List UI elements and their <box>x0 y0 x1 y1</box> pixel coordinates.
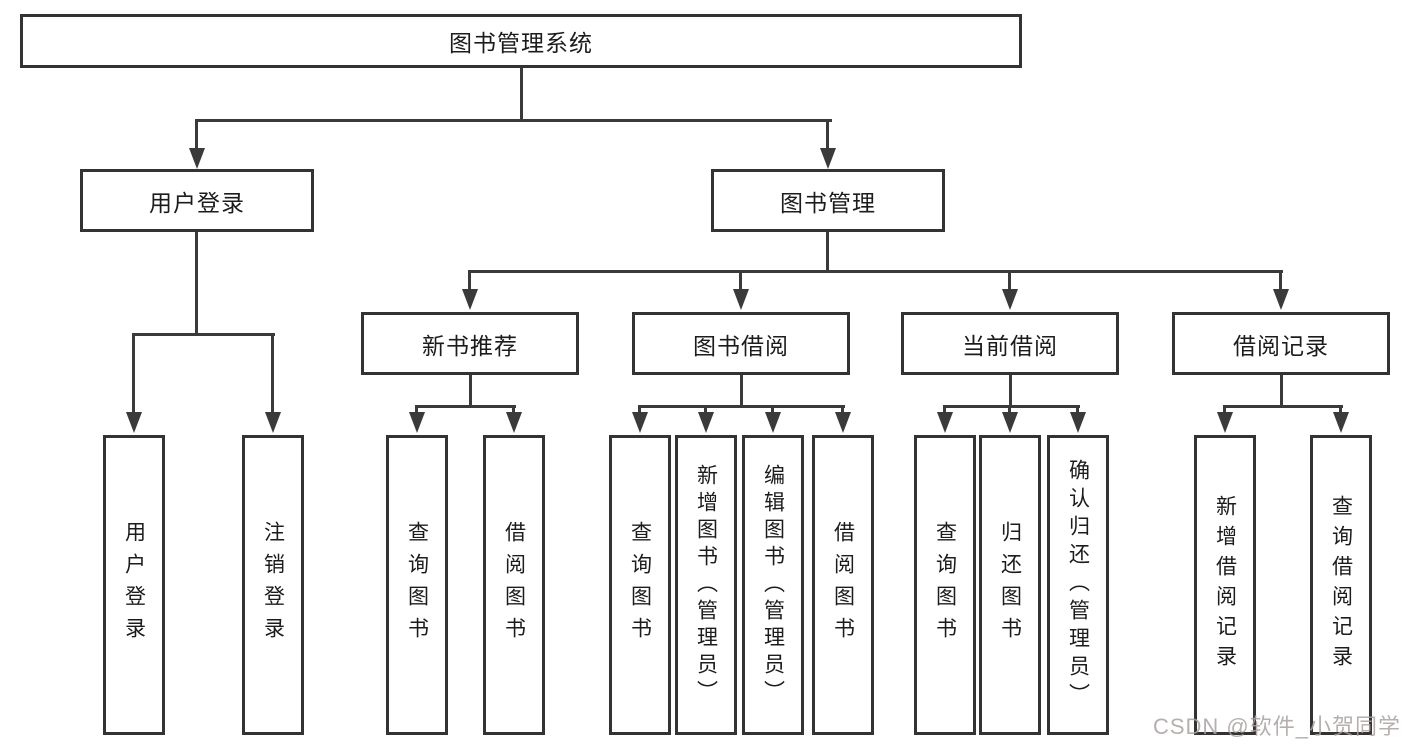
arrowhead-down <box>1002 412 1018 433</box>
node-leaf-borrow-books-2-label: 借阅图书 <box>831 521 855 649</box>
node-new-book-recommend-label: 新书推荐 <box>422 332 518 359</box>
connector-line <box>826 232 829 273</box>
node-borrow-records-label: 借阅记录 <box>1233 332 1329 359</box>
node-leaf-query-books-3: 查询图书 <box>914 435 976 735</box>
connector-line <box>740 375 743 407</box>
connector-line <box>1280 375 1283 407</box>
node-user-login-label: 用户登录 <box>149 189 245 216</box>
arrowhead-down <box>1002 289 1018 310</box>
node-leaf-query-books-2: 查询图书 <box>609 435 671 735</box>
node-leaf-edit-book-admin-label: 编辑图书（管理员） <box>761 463 785 707</box>
connector-line <box>468 270 471 290</box>
arrowhead-down <box>937 412 953 433</box>
node-leaf-add-book-admin: 新增图书（管理员） <box>675 435 737 735</box>
node-leaf-confirm-return-admin: 确认归还（管理员） <box>1047 435 1109 735</box>
node-leaf-query-books-1: 查询图书 <box>386 435 448 735</box>
node-user-login: 用户登录 <box>80 169 314 232</box>
watermark: CSDN @软件_小贺同学 <box>1152 714 1401 739</box>
connector-line <box>638 405 641 414</box>
node-leaf-add-book-admin-label: 新增图书（管理员） <box>694 463 718 707</box>
node-leaf-edit-book-admin: 编辑图书（管理员） <box>742 435 804 735</box>
connector-line <box>1076 405 1079 414</box>
node-leaf-query-books-2-label: 查询图书 <box>628 521 652 649</box>
node-book-management: 图书管理 <box>711 169 945 232</box>
arrowhead-down <box>733 289 749 310</box>
connector-line <box>132 333 275 336</box>
connector-line <box>771 405 774 414</box>
node-leaf-user-login: 用户登录 <box>103 435 165 735</box>
node-leaf-query-borrow-record: 查询借阅记录 <box>1310 435 1372 735</box>
connector-line <box>1009 375 1012 407</box>
connector-line <box>469 375 472 407</box>
connector-line <box>1223 405 1343 408</box>
arrowhead-down <box>1217 412 1233 433</box>
node-leaf-query-books-1-label: 查询图书 <box>405 521 429 649</box>
connector-line <box>739 270 742 290</box>
node-leaf-return-books: 归还图书 <box>979 435 1041 735</box>
connector-line <box>132 333 135 413</box>
node-leaf-add-borrow-record: 新增借阅记录 <box>1194 435 1256 735</box>
node-leaf-query-borrow-record-label: 查询借阅记录 <box>1329 495 1353 675</box>
node-leaf-borrow-books-1-label: 借阅图书 <box>502 521 526 649</box>
node-leaf-borrow-books-2: 借阅图书 <box>812 435 874 735</box>
node-book-borrow-label: 图书借阅 <box>693 332 789 359</box>
arrowhead-down <box>462 289 478 310</box>
connector-line <box>1008 405 1011 414</box>
arrowhead-down <box>698 412 714 433</box>
node-leaf-return-books-label: 归还图书 <box>998 521 1022 649</box>
node-leaf-logout-label: 注销登录 <box>261 521 285 649</box>
connector-line <box>415 405 418 414</box>
connector-line <box>826 119 829 150</box>
connector-line <box>271 333 274 413</box>
arrowhead-down <box>1273 289 1289 310</box>
arrowhead-down <box>506 412 522 433</box>
node-book-management-label: 图书管理 <box>780 189 876 216</box>
connector-line <box>195 119 198 150</box>
node-leaf-confirm-return-admin-label: 确认归还（管理员） <box>1066 459 1090 711</box>
node-root-label: 图书管理系统 <box>449 30 593 56</box>
arrowhead-down <box>835 412 851 433</box>
arrowhead-down <box>126 412 142 433</box>
node-root: 图书管理系统 <box>20 14 1022 68</box>
arrowhead-down <box>765 412 781 433</box>
node-leaf-borrow-books-1: 借阅图书 <box>483 435 545 735</box>
connector-line <box>1339 405 1342 414</box>
node-leaf-user-login-label: 用户登录 <box>122 521 146 649</box>
arrowhead-down <box>632 412 648 433</box>
connector-line <box>468 270 1283 273</box>
arrowhead-down <box>409 412 425 433</box>
connector-line <box>638 405 845 408</box>
connector-line <box>520 68 523 122</box>
connector-line <box>195 119 832 122</box>
node-current-borrow-label: 当前借阅 <box>962 332 1058 359</box>
node-current-borrow: 当前借阅 <box>901 312 1119 375</box>
connector-line <box>1008 270 1011 290</box>
node-leaf-add-borrow-record-label: 新增借阅记录 <box>1213 495 1237 675</box>
connector-line <box>415 405 516 408</box>
connector-line <box>195 232 198 336</box>
connector-line <box>943 405 946 414</box>
connector-line <box>1279 270 1282 290</box>
node-leaf-query-books-3-label: 查询图书 <box>933 521 957 649</box>
connector-line <box>943 405 1080 408</box>
node-borrow-records: 借阅记录 <box>1172 312 1390 375</box>
arrowhead-down <box>1333 412 1349 433</box>
node-leaf-logout: 注销登录 <box>242 435 304 735</box>
connector-line <box>704 405 707 414</box>
arrowhead-down <box>1070 412 1086 433</box>
connector-line <box>841 405 844 414</box>
arrowhead-down <box>265 412 281 433</box>
connector-line <box>512 405 515 414</box>
connector-line <box>1223 405 1226 414</box>
arrowhead-down <box>189 148 205 169</box>
arrowhead-down <box>820 148 836 169</box>
node-new-book-recommend: 新书推荐 <box>361 312 579 375</box>
node-book-borrow: 图书借阅 <box>632 312 850 375</box>
